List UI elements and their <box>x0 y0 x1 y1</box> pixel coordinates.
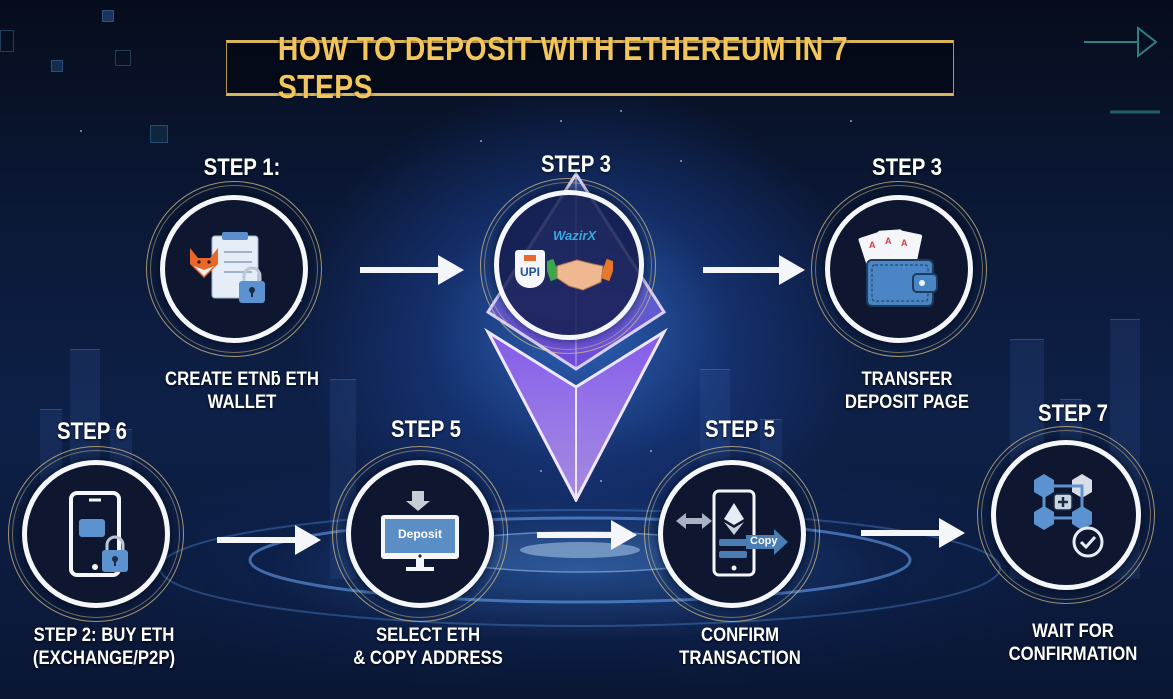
step-4-caption: STEP 2: BUY ETH (EXCHANGE/P2P) <box>32 625 176 669</box>
handshake-icon <box>547 258 613 291</box>
upi-handshake-icon: WazirX UPI <box>509 220 629 310</box>
step-6-label: STEP 5 <box>705 416 775 443</box>
step-5-circle: Deposit <box>346 460 494 608</box>
step-6-caption: CONFIRM TRANSACTION <box>679 625 801 669</box>
arrow-step2-to-step3 <box>703 255 805 285</box>
step-5-caption: SELECT ETH & COPY ADDRESS <box>353 625 503 669</box>
svg-text:A: A <box>901 238 908 248</box>
decorative-arrow-icon <box>1084 25 1160 114</box>
step-2-label: STEP 3 <box>541 151 611 178</box>
deposit-screen-text: Deposit <box>397 527 442 541</box>
step-4-circle <box>22 460 170 608</box>
wazirx-logo: WazirX <box>553 228 597 243</box>
step-1-caption: CREATE ETNƃ ETH WALLET <box>165 369 319 413</box>
step-5-label: STEP 5 <box>391 416 461 443</box>
step-4-node: STEP 6 STEP 2: BUY ETH (EXCHANGE/P2P) <box>8 412 194 682</box>
step-3-label: STEP 3 <box>872 154 942 181</box>
svg-text:A: A <box>885 236 892 246</box>
page-title: HOW TO DEPOSIT WITH ETHEREUM IN 7 STEPS <box>277 30 849 105</box>
step-6-node: STEP 5 Copy CONFIRM TRANSACTION <box>644 412 830 682</box>
step-7-label: STEP 7 <box>1038 400 1108 427</box>
blockchain-check-icon <box>1034 474 1104 558</box>
title-banner: HOW TO DEPOSIT WITH ETHEREUM IN 7 STEPS <box>226 30 954 105</box>
cards-wallet-icon: A A A <box>858 229 938 307</box>
monitor-deposit-icon: Deposit <box>375 489 465 579</box>
step-4-label: STEP 6 <box>57 418 127 445</box>
step-2-node: STEP 3 WazirX UPI <box>480 145 666 354</box>
arrow-step1-to-step2 <box>360 255 464 285</box>
holographic-platform <box>159 509 1001 627</box>
step-3-circle: A A A <box>825 195 973 343</box>
step-7-node: STEP 7 WAIT FOR CONFIRMATION <box>977 398 1163 678</box>
step-1-node: STEP 1: CREATE ETNƃ ETH WALLET <box>146 150 332 420</box>
arrow-step6-to-step7 <box>861 518 965 548</box>
fox-wallet-clipboard-lock-icon <box>190 232 265 303</box>
arrow-step4-to-step5 <box>217 525 321 555</box>
step-6-circle: Copy <box>658 460 806 608</box>
svg-text:A: A <box>869 240 876 250</box>
step-7-circle <box>991 440 1141 590</box>
upi-badge: UPI <box>515 250 545 288</box>
phone-eth-copy-icon: Copy <box>672 489 792 579</box>
copy-button-text: Copy <box>750 535 778 547</box>
step-3-caption: TRANSFER DEPOSIT PAGE <box>844 369 970 413</box>
step-3-node: STEP 3 A A A TRANSFER DEPOSIT PAGE <box>811 150 997 420</box>
step-7-caption: WAIT FOR CONFIRMATION <box>1008 621 1138 665</box>
step-2-circle: WazirX UPI <box>494 190 644 340</box>
step-1-circle <box>160 195 308 343</box>
step-5-node: STEP 5 Deposit SELECT ETH & COPY ADDRESS <box>332 412 518 682</box>
phone-lock-icon <box>69 491 128 577</box>
step-1-label: STEP 1: <box>203 154 281 181</box>
arrow-step5-to-step6 <box>537 520 637 550</box>
